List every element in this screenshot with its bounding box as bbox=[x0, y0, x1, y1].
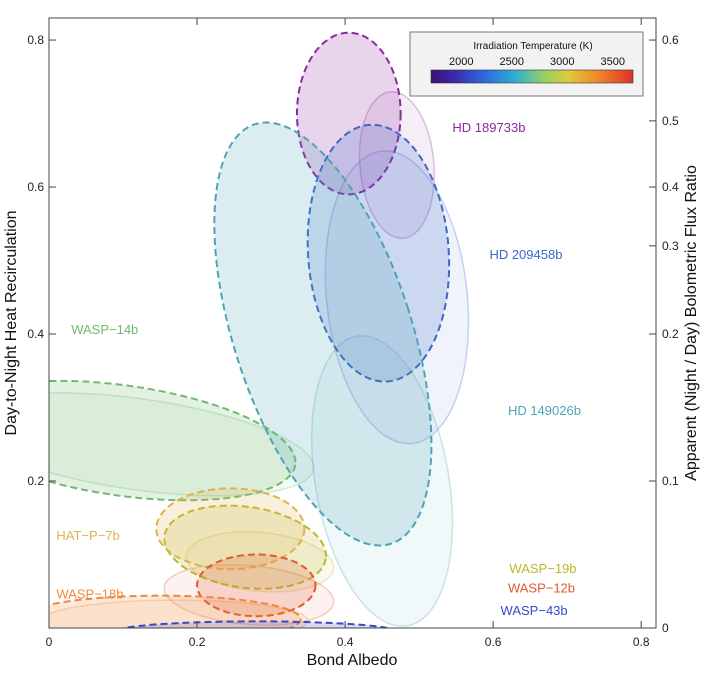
colorbar-tick-label: 3500 bbox=[601, 56, 625, 68]
series-label-hat-p-7b: HAT−P−7b bbox=[56, 528, 119, 543]
y-right-tick-label: 0.1 bbox=[662, 474, 679, 488]
colorbar-legend: Irradiation Temperature (K) 2000 2500 3000… bbox=[409, 31, 644, 97]
colorbar-tick-label: 2500 bbox=[500, 56, 524, 68]
y-tick-label: 0.6 bbox=[27, 180, 44, 194]
ellipse-hd-189733b-1 bbox=[358, 90, 436, 240]
x-tick-label: 0.8 bbox=[633, 635, 650, 649]
x-axis-title: Bond Albedo bbox=[307, 652, 398, 669]
ellipse-wasp-19b-1 bbox=[185, 531, 335, 593]
colorbar-ticks: 2000 2500 3000 3500 bbox=[449, 56, 625, 68]
series-label-wasp-14b: WASP−14b bbox=[71, 322, 138, 337]
x-tick-label: 0.4 bbox=[337, 635, 354, 649]
label-layer: WASP−14b HD 189733b HD 209458b HD 149026bWA… bbox=[56, 120, 581, 618]
tick-layer: 0 0.2 0.4 0.6 0.8 0.2 0.4 0.6 0.8 0 0.1 0.2 0.3 0.4 0.… bbox=[27, 18, 679, 649]
series-label-wasp-43b: WASP−43b bbox=[501, 603, 568, 618]
colorbar-gradient bbox=[430, 69, 634, 84]
y-tick-label: 0.4 bbox=[27, 327, 44, 341]
y-right-tick-label: 0.3 bbox=[662, 239, 679, 253]
y-right-tick-label: 0.4 bbox=[662, 180, 679, 194]
y-axis-right-title: Apparent (Night / Day) Bolometric Flux R… bbox=[683, 165, 700, 481]
x-tick-label: 0.6 bbox=[485, 635, 502, 649]
ellipse-hd-209458b-1 bbox=[324, 150, 470, 445]
plot-frame bbox=[48, 17, 657, 629]
series-label-hd-149026b: HD 149026b bbox=[508, 403, 581, 418]
ellipse-hat-p-7b-0 bbox=[155, 487, 306, 571]
ellipse-wasp-43b-0 bbox=[120, 620, 393, 628]
x-tick-label: 0 bbox=[46, 635, 53, 649]
ellipse-wasp-14b-1 bbox=[49, 392, 315, 497]
colorbar-tick-label: 3000 bbox=[550, 56, 574, 68]
ellipse-wasp-18b-0 bbox=[49, 594, 302, 628]
y-right-tick-label: 0.2 bbox=[662, 327, 679, 341]
colorbar-title: Irradiation Temperature (K) bbox=[473, 41, 592, 52]
y-axis-title: Day-to-Night Heat Recirculation bbox=[3, 211, 20, 436]
y-right-tick-label: 0.6 bbox=[662, 33, 679, 47]
y-tick-label: 0.8 bbox=[27, 33, 44, 47]
y-right-tick-label: 0 bbox=[662, 621, 669, 635]
plot-background bbox=[49, 18, 656, 628]
series-label-hd-209458b: HD 209458b bbox=[489, 247, 562, 262]
ellipse-hd-209458b-0 bbox=[306, 123, 451, 383]
colorbar-box bbox=[409, 31, 644, 97]
ellipse-layer bbox=[49, 31, 470, 628]
ellipse-wasp-14b-0 bbox=[49, 379, 297, 502]
series-label-wasp-12b: WASP−12b bbox=[508, 581, 575, 596]
series-label-wasp-18b: WASP−18b bbox=[56, 587, 123, 602]
series-label-hd-189733b: HD 189733b bbox=[452, 120, 525, 135]
y-tick-label: 0.2 bbox=[27, 474, 44, 488]
ellipse-hd-149026b-1 bbox=[310, 335, 454, 627]
ellipse-hd-149026b-0 bbox=[213, 121, 433, 547]
y-right-tick-label: 0.5 bbox=[662, 114, 679, 128]
ellipse-wasp-12b-0 bbox=[196, 553, 317, 618]
series-label-wasp-19b: WASP−19b bbox=[509, 561, 576, 576]
colorbar-tick-label: 2000 bbox=[449, 56, 473, 68]
ellipse-wasp-19b-0 bbox=[163, 504, 327, 590]
x-tick-label: 0.2 bbox=[189, 635, 206, 649]
